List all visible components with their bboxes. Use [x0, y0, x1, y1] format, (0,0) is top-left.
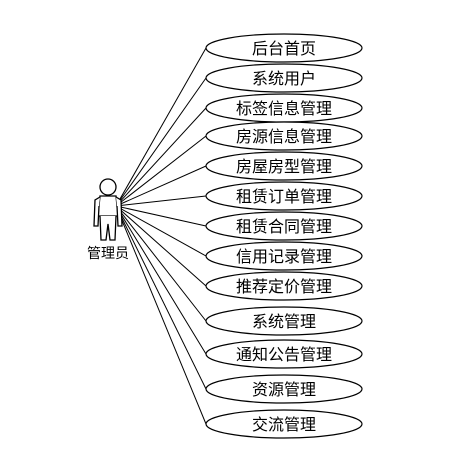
association-line [115, 135, 207, 207]
use-case-label: 房屋房型管理 [236, 157, 332, 176]
use-case: 房源信息管理 [205, 121, 363, 151]
use-case: 后台首页 [205, 33, 363, 63]
actor-name: 管理员 [87, 246, 129, 262]
use-case-label: 通知公告管理 [236, 345, 332, 364]
use-case-ellipse [205, 339, 363, 369]
use-case-label: 租赁合同管理 [236, 217, 332, 236]
association-line [115, 205, 207, 390]
use-case-ellipse [205, 306, 363, 336]
use-case-label: 信用记录管理 [236, 247, 332, 266]
use-case: 房屋房型管理 [205, 151, 363, 181]
use-case-label: 房源信息管理 [236, 127, 332, 146]
association-line [115, 205, 207, 322]
use-case: 通知公告管理 [205, 339, 363, 369]
association-line [115, 205, 207, 257]
use-case-label: 系统用户 [252, 69, 316, 88]
use-case-ellipse [205, 241, 363, 271]
association-line [115, 77, 207, 207]
association-line [115, 165, 207, 207]
use-case-ellipse [205, 121, 363, 151]
association-line [115, 195, 207, 207]
use-case-ellipse [205, 374, 363, 404]
use-case: 系统管理 [205, 306, 363, 336]
use-case: 租赁合同管理 [205, 211, 363, 241]
association-line [115, 205, 207, 425]
actor-administrator: 管理员 [87, 178, 129, 262]
use-case-label: 资源管理 [252, 380, 316, 399]
use-case-ellipse [205, 33, 363, 63]
use-case: 租赁订单管理 [205, 181, 363, 211]
association-lines [115, 47, 207, 425]
use-case-label: 租赁订单管理 [236, 187, 332, 206]
use-case-label: 后台首页 [252, 39, 316, 58]
use-case: 信用记录管理 [205, 241, 363, 271]
association-line [115, 47, 207, 207]
use-case: 交流管理 [205, 409, 363, 439]
association-line [115, 205, 207, 355]
use-case-ellipse [205, 409, 363, 439]
use-case: 推荐定价管理 [205, 271, 363, 301]
association-line [115, 205, 207, 287]
use-case-ellipse [205, 63, 363, 93]
use-case-label: 系统管理 [252, 312, 316, 331]
use-case-ellipse [205, 211, 363, 241]
person-icon [93, 178, 123, 241]
use-case: 系统用户 [205, 63, 363, 93]
use-case: 标签信息管理 [205, 93, 363, 123]
use-case-ellipse [205, 181, 363, 211]
use-case-list: 后台首页系统用户标签信息管理房源信息管理房屋房型管理租赁订单管理租赁合同管理信用… [205, 33, 363, 439]
use-case: 资源管理 [205, 374, 363, 404]
use-case-label: 交流管理 [252, 415, 316, 434]
use-case-label: 推荐定价管理 [236, 277, 332, 296]
use-case-ellipse [205, 151, 363, 181]
association-line [115, 205, 207, 227]
use-case-ellipse [205, 271, 363, 301]
use-case-label: 标签信息管理 [236, 99, 332, 118]
association-line [115, 107, 207, 207]
